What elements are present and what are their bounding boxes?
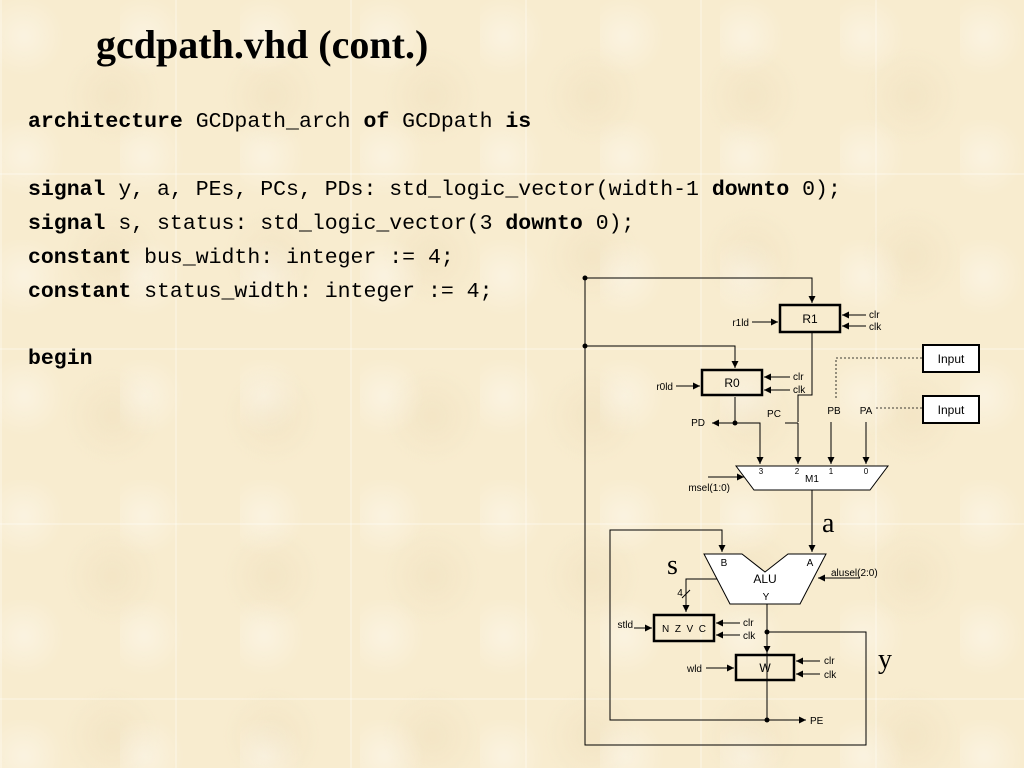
code-line-begin: begin <box>28 346 93 372</box>
svg-text:r1ld: r1ld <box>732 318 749 329</box>
svg-text:stld: stld <box>617 620 633 631</box>
keyword: of <box>363 110 390 134</box>
input-box-bottom: Input <box>922 395 980 424</box>
junction-dots <box>582 275 770 723</box>
svg-text:B: B <box>721 558 728 569</box>
svg-text:M1: M1 <box>805 474 819 485</box>
label-pc: PC <box>767 409 781 420</box>
svg-text:clr: clr <box>743 618 754 629</box>
keyword: begin <box>28 347 93 371</box>
svg-text:clr: clr <box>824 656 835 667</box>
keyword: architecture <box>28 110 183 134</box>
code-line-signal-1: signal y, a, PEs, PCs, PDs: std_logic_ve… <box>28 177 841 203</box>
code-text: y, a, PEs, PCs, PDs: std_logic_vector(wi… <box>105 178 712 202</box>
alu: ALU B A Y alusel(2:0) <box>703 553 878 605</box>
keyword: constant <box>28 280 132 304</box>
keyword: constant <box>28 246 132 270</box>
code-line-constant-1: constant bus_width: integer := 4; <box>28 245 454 271</box>
register-r0: R0 r0ld clr clk <box>656 368 806 397</box>
svg-text:4: 4 <box>677 588 683 599</box>
svg-text:0: 0 <box>864 467 869 476</box>
svg-text:A: A <box>807 558 814 569</box>
input-wires <box>835 357 922 409</box>
svg-text:Input: Input <box>938 352 965 366</box>
code-text: bus_width: integer := 4; <box>131 246 454 270</box>
register-r1: R1 r1ld clr clk <box>732 303 882 334</box>
svg-text:1: 1 <box>829 467 834 476</box>
svg-text:r0ld: r0ld <box>656 382 673 393</box>
svg-text:clk: clk <box>869 322 882 333</box>
register-w: W wld clr clk <box>686 653 837 682</box>
signal-label-a: a <box>822 508 835 539</box>
label-pd: PD <box>691 418 705 429</box>
svg-text:msel(1:0): msel(1:0) <box>688 483 730 494</box>
bus-wires <box>584 277 870 746</box>
svg-text:W: W <box>759 661 771 675</box>
keyword: signal <box>28 212 106 236</box>
code-text: status_width: integer := 4; <box>131 280 493 304</box>
svg-text:R1: R1 <box>802 312 818 326</box>
label-pa: PA <box>860 406 873 417</box>
code-text: 0); <box>789 178 841 202</box>
svg-text:ALU: ALU <box>753 572 776 586</box>
svg-text:clr: clr <box>869 310 880 321</box>
svg-text:clk: clk <box>793 385 806 396</box>
svg-text:N Z V C: N Z V C <box>662 624 706 635</box>
code-text: 0); <box>582 212 635 236</box>
code-line-architecture: architecture GCDpath_arch of GCDpath is <box>28 109 531 135</box>
label-pb: PB <box>827 406 841 417</box>
svg-text:alusel(2:0): alusel(2:0) <box>831 568 878 579</box>
signal-label-s: s <box>667 550 678 581</box>
svg-text:clk: clk <box>824 670 837 681</box>
keyword: downto <box>505 212 583 236</box>
svg-text:R0: R0 <box>724 376 740 390</box>
svg-text:clk: clk <box>743 631 756 642</box>
mux-m1: M1 3 2 1 0 msel(1:0) <box>688 465 889 494</box>
code-text: GCDpath <box>389 110 506 134</box>
page-title: gcdpath.vhd (cont.) <box>96 22 429 67</box>
label-pe: PE <box>810 716 824 727</box>
svg-text:clr: clr <box>793 372 804 383</box>
code-text: s, status: std_logic_vector(3 <box>105 212 506 236</box>
keyword: signal <box>28 178 106 202</box>
svg-text:wld: wld <box>686 664 702 675</box>
input-box-top: Input <box>922 344 980 373</box>
code-line-constant-2: constant status_width: integer := 4; <box>28 279 492 305</box>
svg-text:3: 3 <box>759 467 764 476</box>
code-line-signal-2: signal s, status: std_logic_vector(3 dow… <box>28 211 634 237</box>
svg-text:Y: Y <box>763 592 770 603</box>
keyword: downto <box>711 178 790 202</box>
svg-text:Input: Input <box>938 403 965 417</box>
register-status: N Z V C stld clr clk 4 <box>617 588 756 643</box>
svg-text:2: 2 <box>795 467 800 476</box>
signal-label-y: y <box>878 644 892 675</box>
code-text: GCDpath_arch <box>182 110 364 134</box>
keyword: is <box>505 110 532 134</box>
